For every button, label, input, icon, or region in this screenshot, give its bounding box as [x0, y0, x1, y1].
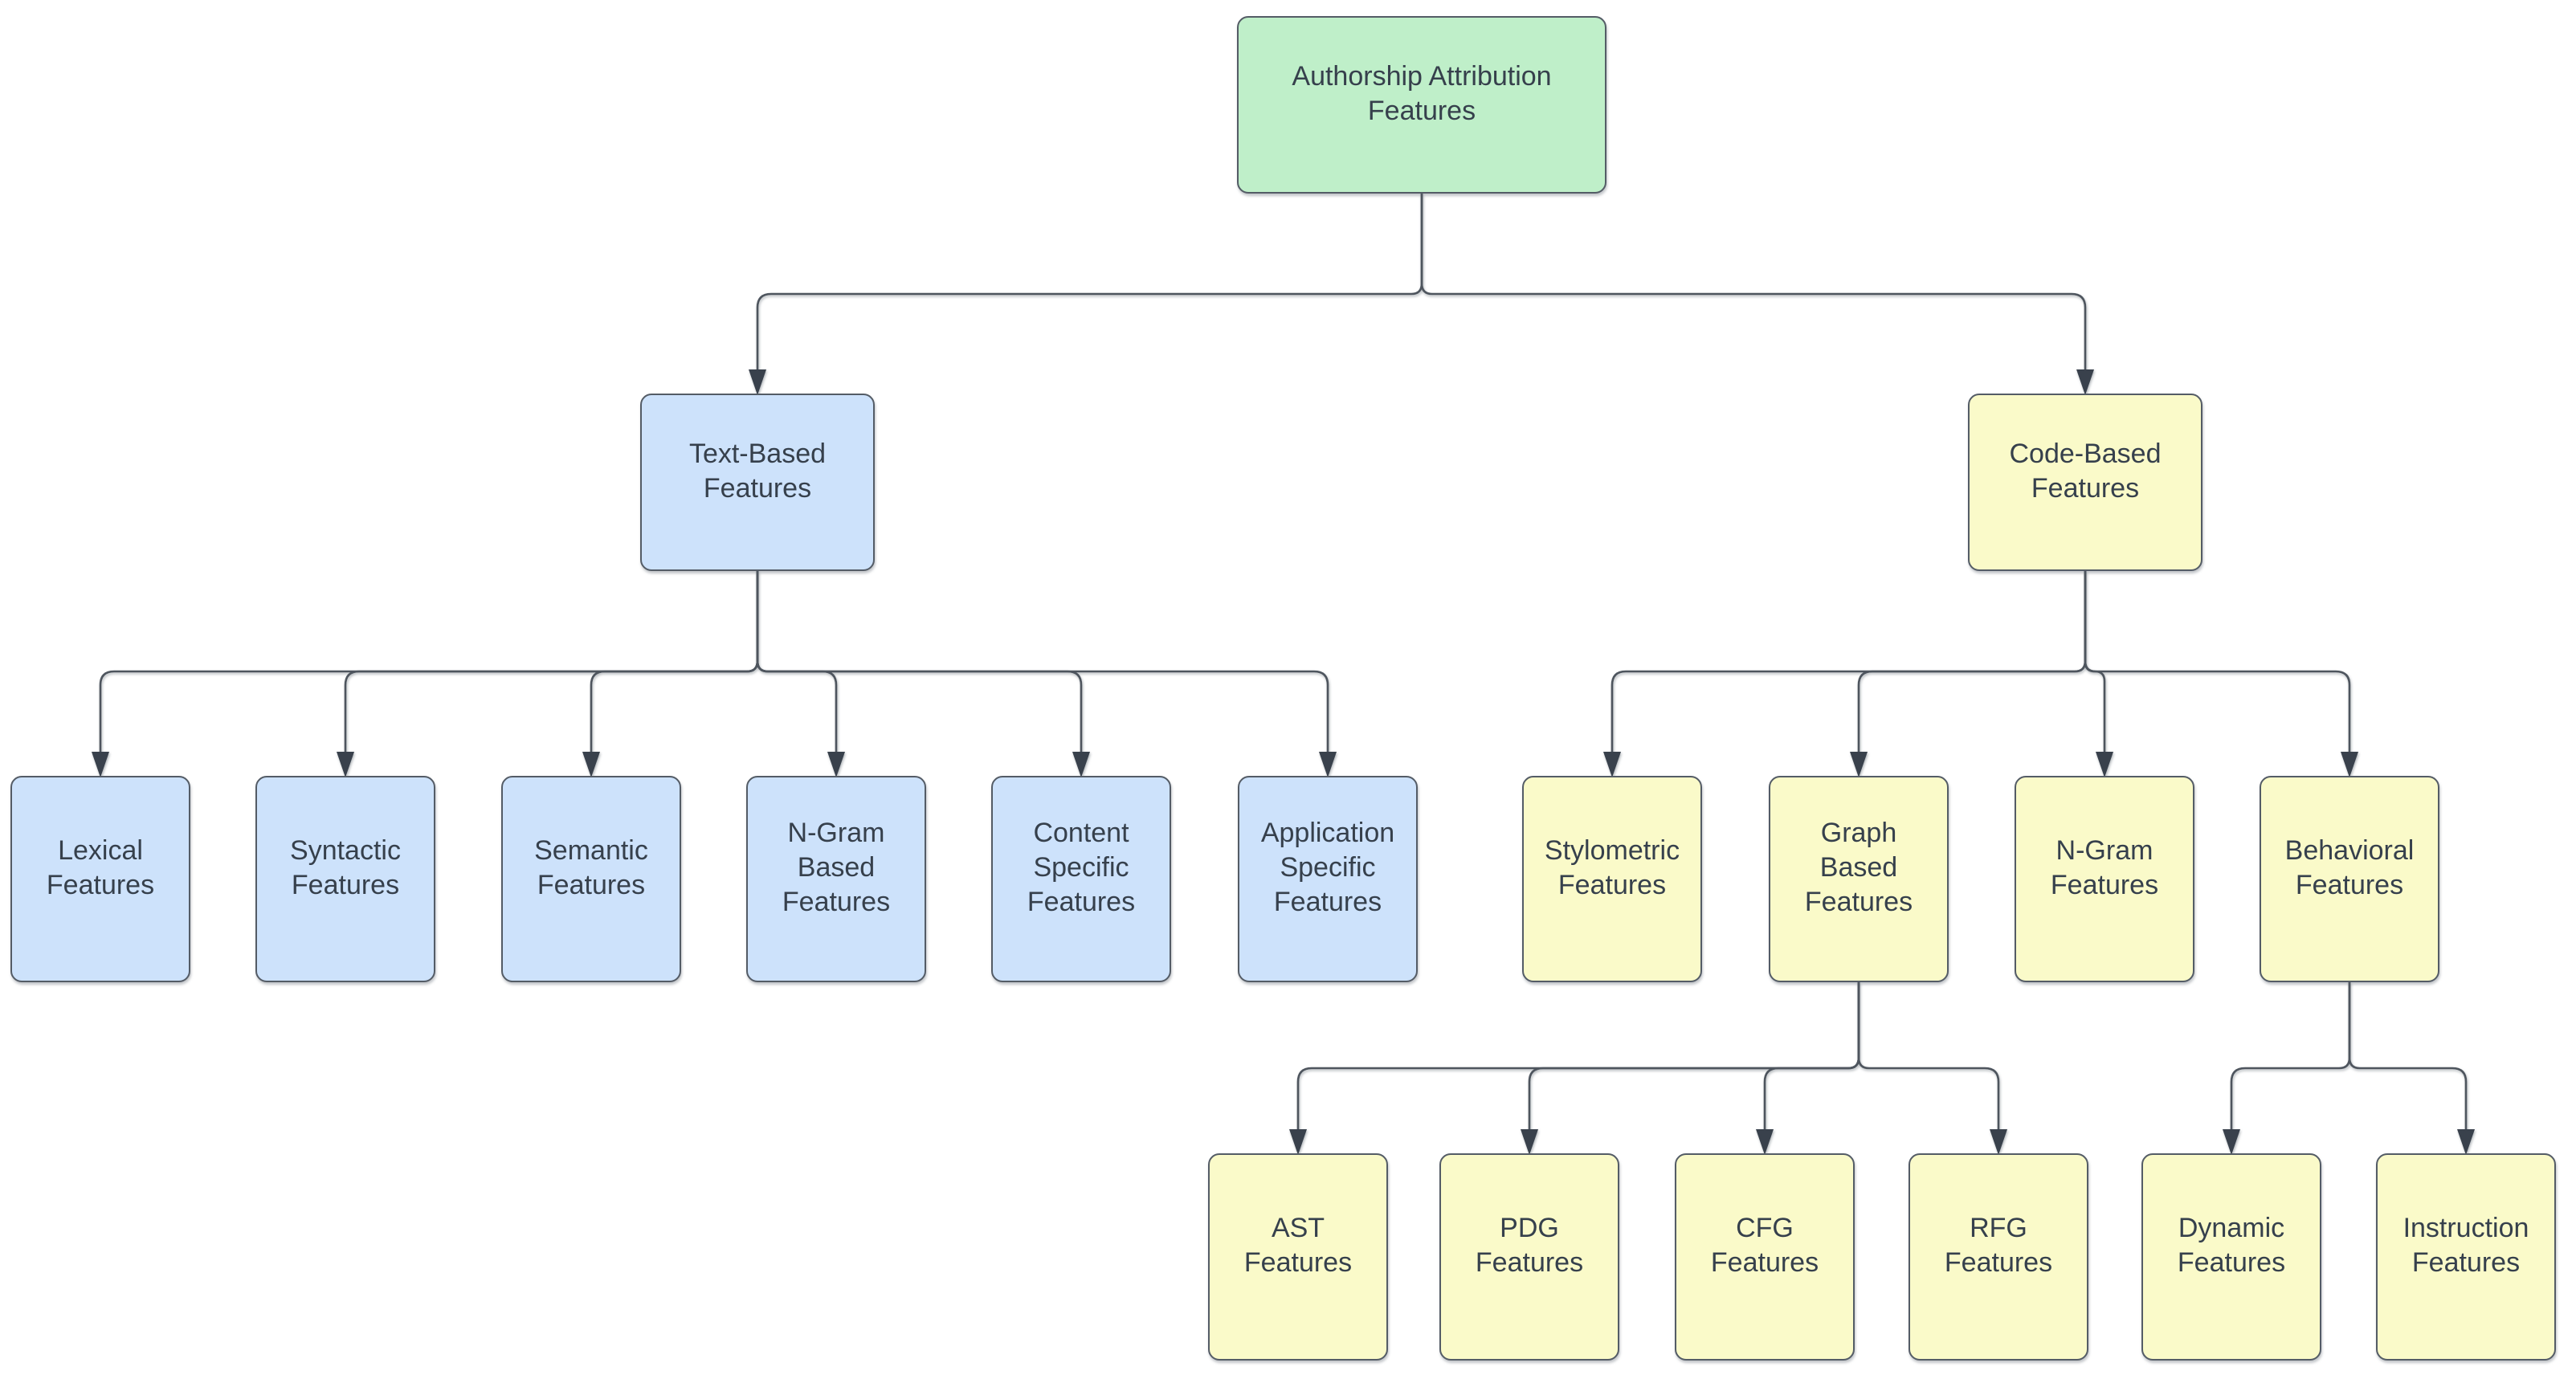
node-code-based: Code-Based Features: [1968, 394, 2202, 571]
node-lexical: Lexical Features: [10, 776, 190, 982]
arrowhead-icon: [1756, 1129, 1774, 1155]
edge-graph-based-to-rfg: [1857, 982, 2000, 1132]
node-ast: AST Features: [1208, 1153, 1388, 1361]
arrowhead-icon: [2223, 1129, 2240, 1155]
arrowhead-icon: [1850, 752, 1868, 777]
edge-behavioral-to-instruction: [2348, 982, 2468, 1132]
node-cfg: CFG Features: [1675, 1153, 1855, 1361]
node-instruction: Instruction Features: [2376, 1153, 2556, 1361]
arrowhead-icon: [827, 752, 845, 777]
edge-code-based-to-behavioral: [2084, 571, 2351, 755]
node-root: Authorship Attribution Features: [1237, 16, 1606, 194]
node-application-specific: Application Specific Features: [1238, 776, 1418, 982]
edge-code-based-to-ngram: [2084, 571, 2106, 755]
edge-text-based-to-content-specific: [756, 571, 1083, 755]
edge-text-based-to-application-specific: [756, 571, 1329, 755]
arrowhead-icon: [1072, 752, 1090, 777]
arrowhead-icon: [582, 752, 600, 777]
arrowhead-icon: [92, 752, 109, 777]
node-rfg: RFG Features: [1909, 1153, 2088, 1361]
arrowhead-icon: [1603, 752, 1621, 777]
arrowhead-icon: [2096, 752, 2113, 777]
edge-text-based-to-lexical: [99, 571, 759, 755]
arrowhead-icon: [1990, 1129, 2007, 1155]
node-semantic: Semantic Features: [501, 776, 681, 982]
arrowhead-icon: [1289, 1129, 1307, 1155]
arrowhead-icon: [749, 369, 766, 395]
edge-text-based-to-syntactic: [344, 571, 759, 755]
edge-code-based-to-graph-based: [1857, 571, 2087, 755]
node-behavioral: Behavioral Features: [2260, 776, 2439, 982]
node-content-specific: Content Specific Features: [991, 776, 1171, 982]
edge-graph-based-to-cfg: [1763, 982, 1860, 1132]
node-ngram: N-Gram Features: [2015, 776, 2194, 982]
arrowhead-icon: [2341, 752, 2358, 777]
node-graph-based: Graph Based Features: [1769, 776, 1949, 982]
edge-graph-based-to-ast: [1296, 982, 1860, 1132]
arrowhead-icon: [2076, 369, 2094, 395]
node-ngram-based: N-Gram Based Features: [746, 776, 926, 982]
edge-code-based-to-stylometric: [1611, 571, 2087, 755]
arrowhead-icon: [1319, 752, 1337, 777]
arrowhead-icon: [1521, 1129, 1538, 1155]
node-syntactic: Syntactic Features: [255, 776, 435, 982]
node-pdg: PDG Features: [1439, 1153, 1619, 1361]
edge-behavioral-to-dynamic: [2230, 982, 2351, 1132]
node-text-based: Text-Based Features: [640, 394, 875, 571]
edge-graph-based-to-pdg: [1528, 982, 1860, 1132]
arrowhead-icon: [337, 752, 354, 777]
node-dynamic: Dynamic Features: [2141, 1153, 2321, 1361]
edge-text-based-to-ngram-based: [756, 571, 838, 755]
arrowhead-icon: [2457, 1129, 2475, 1155]
edge-text-based-to-semantic: [590, 571, 759, 755]
edge-root-to-code-based: [1420, 194, 2087, 373]
edge-root-to-text-based: [756, 194, 1423, 373]
node-stylometric: Stylometric Features: [1522, 776, 1702, 982]
